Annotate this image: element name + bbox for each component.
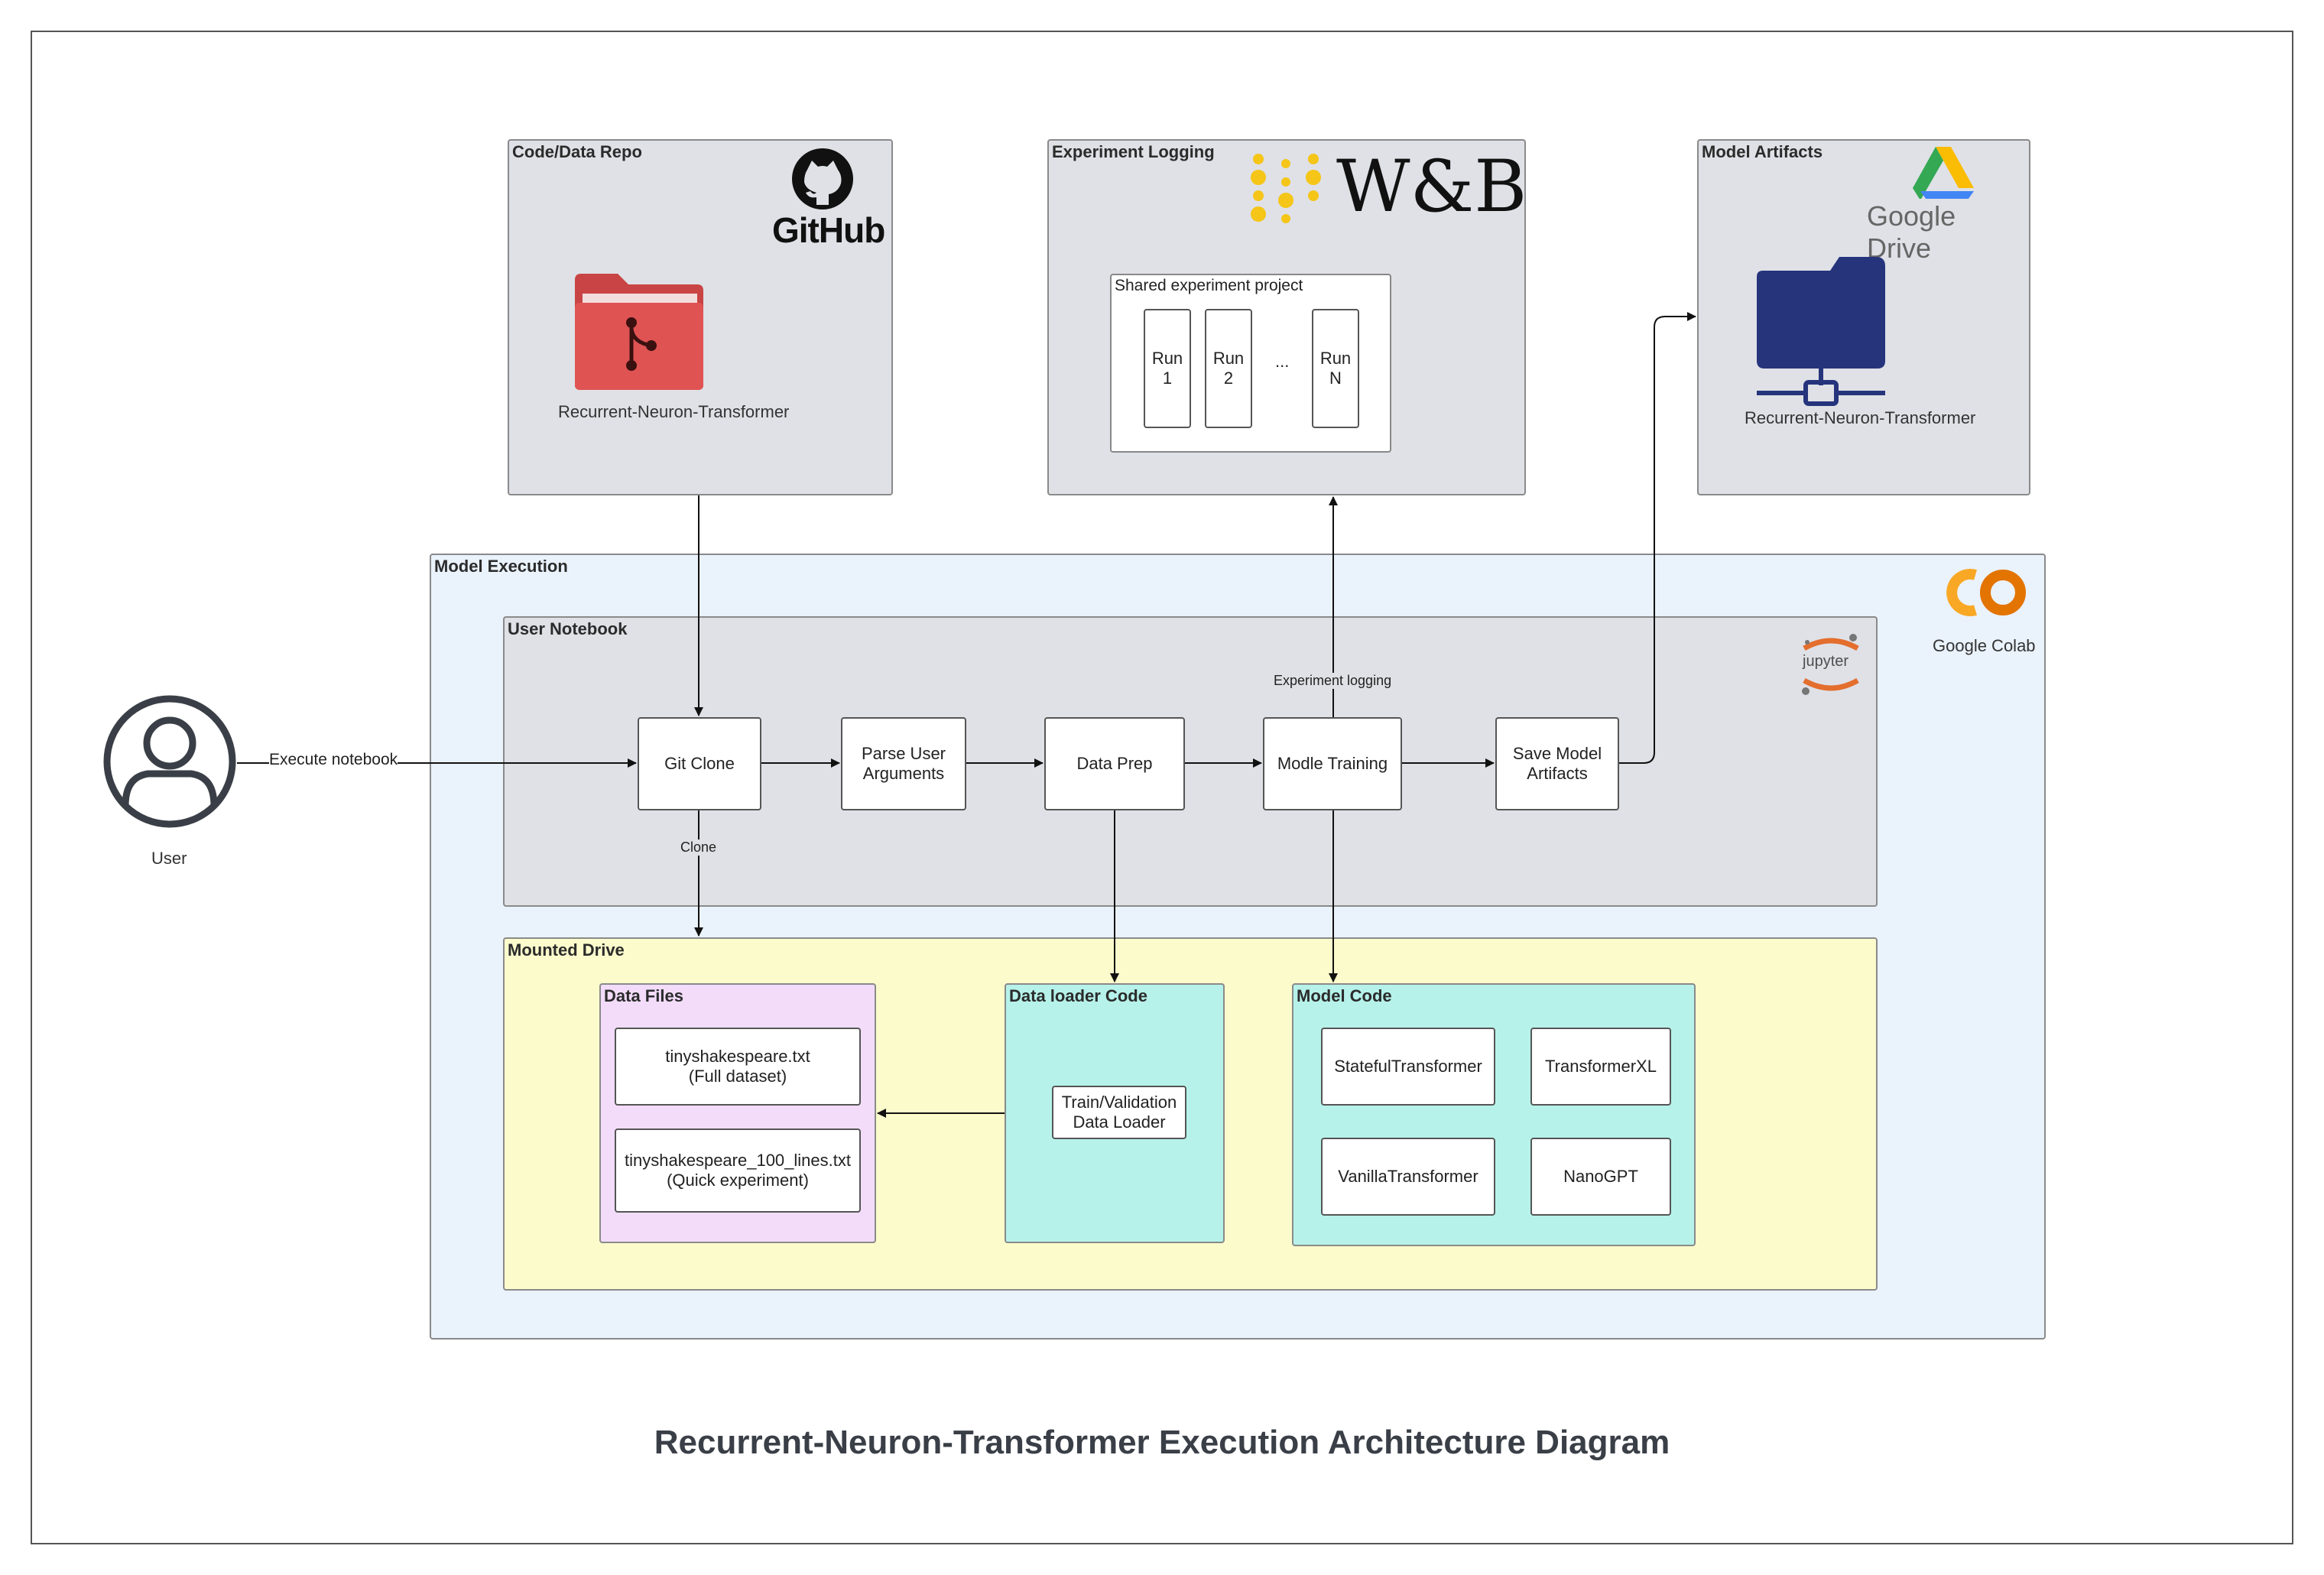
vanilla-transformer: VanillaTransformer <box>1321 1138 1495 1216</box>
data-loader-code-container: Data loader Code <box>1005 983 1225 1243</box>
experiment-logging-container: Experiment Logging W&B Shared experiment… <box>1047 139 1527 495</box>
shared-experiment-project-label: Shared experiment project <box>1115 277 1303 294</box>
user-label: User <box>151 849 187 868</box>
mounted-drive-label: Mounted Drive <box>508 940 625 960</box>
diagram-title: Recurrent-Neuron-Transformer Execution A… <box>654 1424 1670 1461</box>
train-validation-data-loader: Train/Validation Data Loader <box>1052 1086 1186 1139</box>
code-data-repo-container: Code/Data Repo GitHub Recurrent-Neuron-T… <box>508 139 893 495</box>
edge-save-to-artifacts <box>1619 312 1696 764</box>
run-1-box: Run 1 <box>1144 309 1191 428</box>
step-model-training: Modle Training <box>1263 717 1402 810</box>
run-2-box: Run 2 <box>1205 309 1252 428</box>
shared-experiment-project: Shared experiment project Run 1 Run 2 ..… <box>1110 274 1391 453</box>
data-loader-code-label: Data loader Code <box>1009 986 1147 1005</box>
colab-logo: Google Colab <box>1930 566 2044 655</box>
github-logo-text: GitHub <box>772 210 885 250</box>
model-execution-label: Model Execution <box>434 557 568 576</box>
wandb-logo-text: W&B <box>1336 145 1527 229</box>
user-avatar-icon <box>102 693 237 834</box>
data-files-label: Data Files <box>604 986 683 1005</box>
artifacts-folder-label: Recurrent-Neuron-Transformer <box>1745 408 1976 427</box>
step-data-prep: Data Prep <box>1044 717 1185 810</box>
stateful-transformer: StatefulTransformer <box>1321 1028 1495 1106</box>
wandb-logo: W&B <box>1248 145 1527 229</box>
github-logo: GitHub <box>771 148 885 250</box>
repo-folder-icon <box>572 271 706 397</box>
step-save-model-artifacts: Save Model Artifacts <box>1495 717 1619 810</box>
run-ellipsis: ... <box>1275 352 1290 371</box>
run-n-box: Run N <box>1312 309 1359 428</box>
tinyshakespeare-full-file: tinyshakespeare.txt (Full dataset) <box>615 1028 861 1106</box>
repo-folder-label: Recurrent-Neuron-Transformer <box>558 402 790 421</box>
model-artifacts-label: Model Artifacts <box>1702 142 1823 161</box>
edge-label-experiment-logging: Experiment logging <box>1274 673 1392 689</box>
model-code-label: Model Code <box>1297 986 1392 1005</box>
nanogpt: NanoGPT <box>1530 1138 1671 1216</box>
artifacts-folder-icon <box>1754 254 1888 411</box>
google-drive-logo: Google Drive <box>1867 145 2027 264</box>
tinyshakespeare-100-lines-file: tinyshakespeare_100_lines.txt (Quick exp… <box>615 1128 861 1213</box>
model-artifacts-container: Model Artifacts Google Drive Recurrent-N… <box>1697 139 2030 495</box>
transformer-xl: TransformerXL <box>1530 1028 1671 1106</box>
jupyter-logo-text: jupyter <box>1803 653 1849 670</box>
user-notebook-label: User Notebook <box>508 619 628 638</box>
experiment-logging-label: Experiment Logging <box>1052 142 1215 161</box>
google-drive-logo-text: Google Drive <box>1867 200 1956 264</box>
edge-label-execute-notebook: Execute notebook <box>269 751 398 769</box>
step-git-clone: Git Clone <box>638 717 761 810</box>
colab-logo-text: Google Colab <box>1933 636 2036 655</box>
jupyter-logo: jupyter <box>1797 630 1865 699</box>
code-data-repo-label: Code/Data Repo <box>512 142 642 161</box>
edge-label-clone: Clone <box>680 839 717 856</box>
step-parse-user-arguments: Parse User Arguments <box>841 717 966 810</box>
